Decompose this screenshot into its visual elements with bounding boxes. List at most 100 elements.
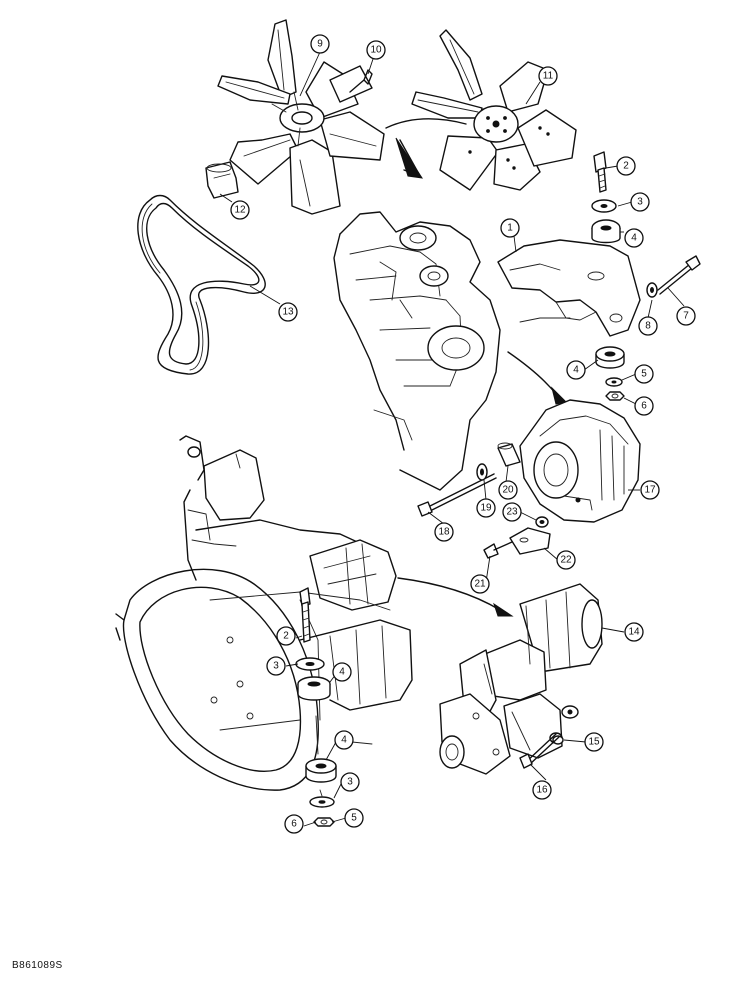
callout-13-label: 13	[282, 307, 294, 318]
callout-8-label: 8	[645, 321, 651, 332]
callout-15: 15	[584, 732, 604, 752]
callout-12-label: 12	[234, 205, 246, 216]
callout-2-lower-label: 2	[283, 631, 289, 642]
callout-8: 8	[638, 316, 658, 336]
callout-3-lower-label: 3	[347, 777, 353, 788]
callout-14-label: 14	[628, 627, 640, 638]
mount-bolt-side	[657, 255, 701, 295]
callout-23-label: 23	[506, 507, 518, 518]
mount-bolt-upper	[593, 151, 607, 193]
fan-spacer	[205, 161, 239, 199]
leader-lines	[219, 51, 685, 827]
callout-7-label: 7	[683, 311, 689, 322]
callout-4-lower-upper-label: 4	[339, 667, 345, 678]
engine-upper	[333, 211, 501, 491]
starter-washer	[552, 735, 564, 745]
engine-lower-flywheel-housing	[115, 435, 413, 791]
callout-4-lower-label: 4	[341, 735, 347, 746]
callout-5-lower: 5	[344, 808, 364, 828]
mount-nut-lower	[605, 391, 625, 401]
callout-3-mid-label: 3	[273, 661, 279, 672]
assembly-arrow-starter	[397, 577, 514, 617]
callout-15-label: 15	[588, 737, 600, 748]
callout-12: 12	[230, 200, 250, 220]
callout-3-upper-label: 3	[637, 197, 643, 208]
callout-18-label: 18	[438, 527, 450, 538]
callout-9: 9	[310, 34, 330, 54]
callout-11: 11	[538, 66, 558, 86]
callout-6-upper: 6	[634, 396, 654, 416]
callout-4-mid: 4	[566, 360, 586, 380]
callout-3-upper: 3	[630, 192, 650, 212]
callout-5-upper-label: 5	[641, 369, 647, 380]
mount-nut-lower-left	[313, 817, 335, 827]
callout-22: 22	[556, 550, 576, 570]
callout-18: 18	[434, 522, 454, 542]
mount-stud-line	[315, 715, 323, 797]
callout-1-label: 1	[507, 223, 513, 234]
mount-isolator-upper	[591, 219, 621, 244]
callout-4-mid-label: 4	[573, 365, 579, 376]
callout-6-lower-label: 6	[291, 819, 297, 830]
fan-blade-assembly-left	[217, 19, 385, 215]
mount-washer-upper	[591, 199, 617, 213]
callout-10-label: 10	[370, 45, 382, 56]
callout-21-label: 21	[474, 579, 486, 590]
mount-bolt-lower-left	[299, 587, 311, 643]
callout-23: 23	[502, 502, 522, 522]
mount-washer-side	[646, 282, 658, 298]
adjusting-link-washer	[535, 516, 549, 528]
fan-assembled	[411, 29, 577, 191]
callout-5-lower-label: 5	[351, 813, 357, 824]
drive-belt	[137, 194, 266, 375]
adjusting-bolt	[483, 541, 513, 559]
callout-3-mid: 3	[266, 656, 286, 676]
callout-14: 14	[624, 622, 644, 642]
callout-5-upper: 5	[634, 364, 654, 384]
callout-4-upper: 4	[624, 228, 644, 248]
alternator-washer	[476, 463, 488, 481]
callout-7: 7	[676, 306, 696, 326]
callout-16-label: 16	[536, 785, 548, 796]
alternator	[519, 399, 641, 523]
callout-20-label: 20	[502, 485, 514, 496]
callout-20: 20	[498, 480, 518, 500]
callout-9-label: 9	[317, 39, 323, 50]
callout-6-lower: 6	[284, 814, 304, 834]
callout-1: 1	[500, 218, 520, 238]
callout-10: 10	[366, 40, 386, 60]
mount-isolator-lower-left-upper	[297, 676, 331, 701]
callout-19-label: 19	[480, 503, 492, 514]
callout-17: 17	[640, 480, 660, 500]
callout-16: 16	[532, 780, 552, 800]
adjusting-link	[509, 527, 551, 555]
engine-mount-bracket	[497, 239, 641, 337]
mount-isolator-lower	[595, 346, 625, 369]
callout-19: 19	[476, 498, 496, 518]
callout-22-label: 22	[560, 555, 572, 566]
callout-11-label: 11	[543, 71, 554, 82]
mount-reference-line	[351, 741, 373, 745]
callout-4-lower: 4	[334, 730, 354, 750]
starter-bolt	[519, 733, 560, 769]
mount-washer-lower-left-lower	[309, 796, 335, 808]
callout-2-lower: 2	[276, 626, 296, 646]
callout-4-upper-label: 4	[631, 233, 637, 244]
figure-code: B861089S	[12, 960, 63, 971]
callout-4-lower-upper: 4	[332, 662, 352, 682]
callout-21: 21	[470, 574, 490, 594]
callout-13: 13	[278, 302, 298, 322]
assembly-arrow-alternator	[507, 351, 568, 405]
assembly-arrow-fan	[385, 118, 467, 179]
callout-6-upper-label: 6	[641, 401, 647, 412]
mount-isolator-lower-left-lower	[305, 758, 337, 783]
callout-2-upper: 2	[616, 156, 636, 176]
starter-motor	[439, 583, 603, 775]
callout-2-upper-label: 2	[623, 161, 629, 172]
fan-bolt	[349, 69, 373, 93]
mount-washer-lower-left-upper	[295, 657, 325, 671]
mount-washer-lower	[605, 377, 623, 387]
alternator-spacer	[497, 442, 521, 467]
callout-3-lower: 3	[340, 772, 360, 792]
